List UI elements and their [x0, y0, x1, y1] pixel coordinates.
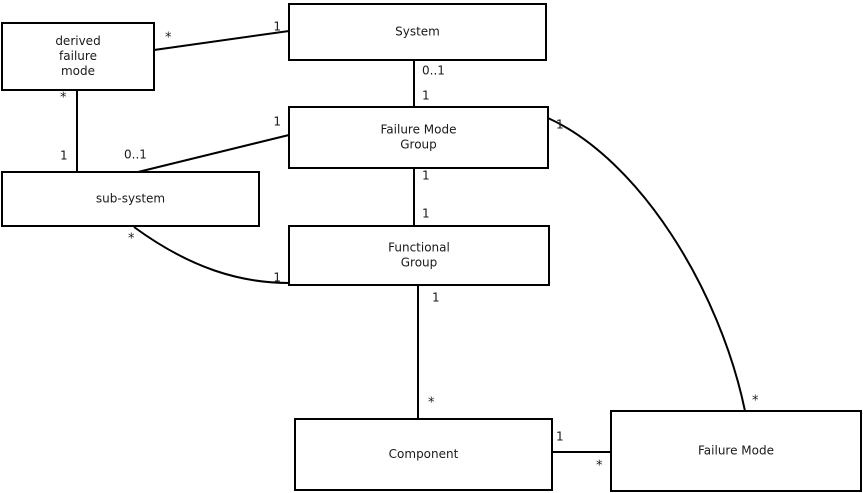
multiplicity-label-mult-dfm-system-star: *	[165, 31, 172, 46]
association-derived-failure-mode--system	[153, 30, 290, 51]
multiplicity-label-mult-subsystem-fmg-zero-one: 0..1	[124, 148, 147, 162]
class-box-label: System	[395, 25, 440, 39]
class-box-failure-mode[interactable]: Failure Mode	[610, 410, 862, 492]
multiplicity-label-mult-subsystem-fg-star: *	[128, 232, 135, 247]
association-line	[547, 117, 746, 412]
multiplicity-label-mult-fg-component-one: 1	[432, 291, 440, 305]
association-line	[133, 226, 290, 284]
multiplicity-label-mult-system-dfm-one: 1	[273, 20, 281, 34]
class-box-label: Group	[401, 256, 438, 270]
class-box-label: mode	[61, 64, 95, 78]
multiplicity-label-mult-fg-fmg-one: 1	[422, 207, 430, 221]
multiplicity-label-mult-system-fmg-zero-one: 0..1	[422, 64, 445, 78]
class-box-outline	[1, 171, 260, 227]
class-box-label: Component	[389, 447, 459, 461]
class-box-label: Functional	[388, 241, 450, 255]
class-box-outline	[294, 418, 553, 491]
multiplicity-label-mult-fm-component-star: *	[596, 459, 603, 474]
class-box-label: Group	[400, 138, 437, 152]
class-box-label: derived	[55, 34, 100, 48]
association-sub-system--functional-group	[133, 226, 290, 284]
class-box-component[interactable]: Component	[294, 418, 553, 491]
association-line	[153, 30, 290, 51]
multiplicity-label-mult-fg-subsystem-one: 1	[273, 271, 281, 285]
class-box-outline	[288, 225, 550, 286]
multiplicity-label-mult-dfm-subsystem-star: *	[60, 91, 67, 106]
class-box-label: Failure Mode	[698, 444, 774, 458]
class-box-outline	[1, 22, 155, 91]
class-box-outline	[610, 410, 862, 492]
multiplicity-label-mult-fmg-subsystem-one: 1	[273, 115, 281, 129]
multiplicity-label-mult-component-fg-star: *	[428, 396, 435, 411]
class-box-system[interactable]: System	[288, 3, 547, 61]
class-box-label: sub-system	[96, 192, 165, 206]
multiplicities-layer: * 1 0..1 1 * 1 0..1 1 1 1 * 1 1 * 1 * 1 *	[60, 20, 759, 474]
class-box-sub-system[interactable]: sub-system	[1, 171, 260, 227]
multiplicity-label-mult-subsystem-dfm-one: 1	[60, 149, 68, 163]
association-line	[137, 134, 290, 173]
multiplicity-label-mult-fmg-fm-one: 1	[556, 118, 564, 132]
class-box-label: failure	[59, 49, 97, 63]
multiplicity-label-mult-fmg-system-one: 1	[422, 89, 430, 103]
class-box-outline	[288, 106, 549, 169]
multiplicity-label-mult-component-fm-one: 1	[556, 430, 564, 444]
association-failure-mode-group--failure-mode	[547, 117, 746, 412]
class-box-label: Failure Mode	[381, 123, 457, 137]
multiplicity-label-mult-fm-fmg-star: *	[752, 394, 759, 409]
association-sub-system--failure-mode-group	[137, 134, 290, 173]
class-box-outline	[288, 3, 547, 61]
multiplicity-label-mult-fmg-fg-one: 1	[422, 169, 430, 183]
associations-layer	[76, 30, 746, 453]
